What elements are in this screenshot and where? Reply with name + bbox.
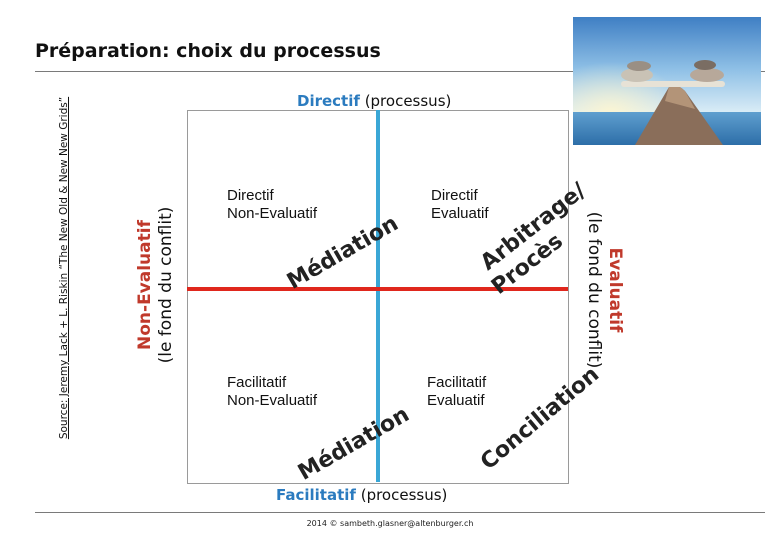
right-axis-title: Evaluatif [605,247,625,333]
quadrant-top-left-text: Directif Non-Evaluatif [227,187,317,223]
horizontal-axis-line [187,287,568,291]
page-title: Préparation: choix du processus [35,40,381,62]
vertical-axis-line [376,110,380,482]
quadrant-top-right-line2: Evaluatif [431,205,489,222]
left-axis-title: Non-Evaluatif [135,220,155,350]
top-axis-label: Directif (processus) [297,92,451,110]
quadrant-top-left-line1: Directif [227,187,274,204]
quadrant-top-right-line1: Directif [431,187,478,204]
quadrant-bottom-left-line1: Facilitatif [227,374,287,391]
top-axis-rest: (processus) [364,92,452,110]
source-note-text: Source: Jeremy Lack + L. Riskin “The New… [58,96,70,440]
bottom-axis-label: Facilitatif (processus) [276,486,447,504]
left-axis-subtitle: (le fond du conflit) [156,206,176,364]
title-divider [35,71,765,72]
balanced-stones-image [573,17,761,145]
top-axis-bold: Directif [297,92,360,110]
quadrant-bottom-left-text: Facilitatif Non-Evaluatif [227,374,317,410]
left-axis-label: Non-Evaluatif (le fond du conflit) [135,135,177,435]
quadrant-bottom-right-line2: Evaluatif [427,392,485,409]
quadrant-bottom-left-line2: Non-Evaluatif [227,392,318,409]
quadrant-top-right-text: Directif Evaluatif [431,187,489,223]
footer-credit: 2014 © sambeth.glasner@altenburger.ch [306,519,474,528]
bottom-axis-rest: (processus) [360,486,448,504]
quadrant-bottom-right-text: Facilitatif Evaluatif [427,374,486,410]
quadrant-bottom-right-line1: Facilitatif [427,374,487,391]
footer-divider [35,512,765,513]
bottom-axis-bold: Facilitatif [276,486,356,504]
source-note: Source: Jeremy Lack + L. Riskin “The New… [58,28,70,508]
quadrant-top-left-line2: Non-Evaluatif [227,205,318,222]
